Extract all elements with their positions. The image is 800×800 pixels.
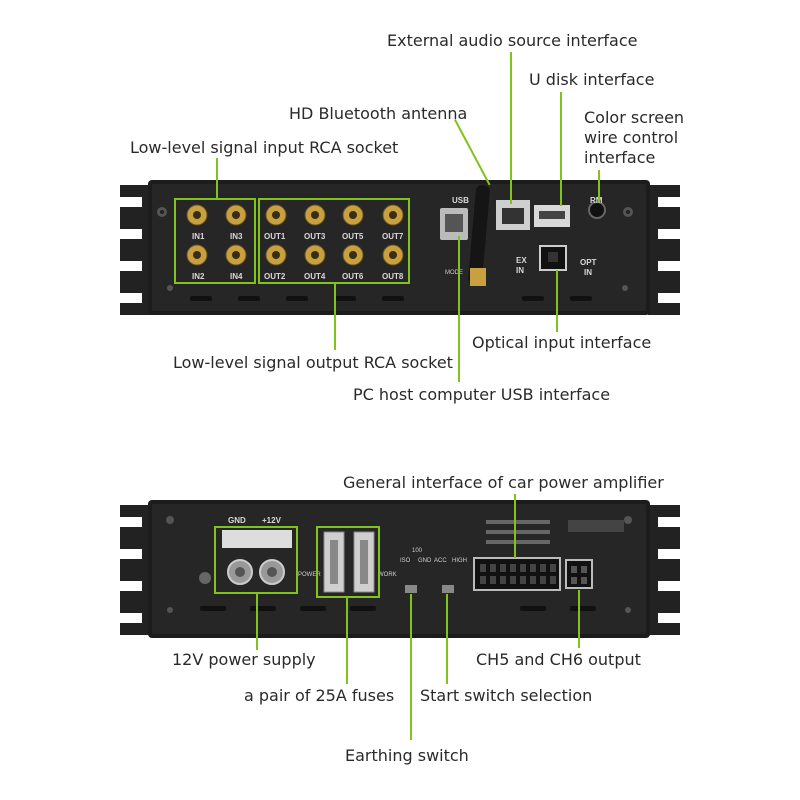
rca-label-in1: IN1 [192,232,205,241]
input-rca-highlight [174,198,256,284]
bottom-amplifier-panel [120,500,680,638]
mode-label: MODE [445,270,463,276]
lead-optical [556,270,558,332]
callout-12v-power: 12V power supply [172,650,316,669]
acc-label: ACC [434,558,447,564]
callout-u-disk: U disk interface [529,70,655,89]
callout-color-screen: Color screen wire control interface [584,108,685,167]
rca-label-out8: OUT8 [382,272,404,281]
lead-external-audio [510,52,512,204]
callout-optical-input: Optical input interface [472,333,652,352]
rca-label-out1: OUT1 [264,232,286,241]
switch-num-label: 100 [412,548,423,554]
callout-start-switch: Start switch selection [420,686,593,705]
rca-label-out3: OUT3 [304,232,326,241]
antenna-icon [468,185,490,286]
lead-earthing [410,594,412,740]
plus12v-label: +12V [262,516,281,525]
lead-output [334,284,336,350]
rca-label-out6: OUT6 [342,272,364,281]
rca-label-in2: IN2 [192,272,205,281]
callout-bluetooth: HD Bluetooth antenna [289,104,468,123]
lead-color-screen [598,170,600,202]
callout-low-level-output: Low-level signal output RCA socket [173,353,453,372]
rca-label-in4: IN4 [230,272,243,281]
gnd-label: GND [228,516,246,525]
usb-label: USB [452,196,469,205]
callout-pc-usb: PC host computer USB interface [353,385,611,404]
gnd2-label: GND [418,558,432,564]
rca-label-in3: IN3 [230,232,243,241]
work-led-label: WORK [378,572,397,578]
rca-label-out4: OUT4 [304,272,326,281]
callout-low-level-input: Low-level signal input RCA socket [130,138,399,157]
lead-12v [256,594,258,650]
high-label: HIGH [452,558,467,564]
output-rca-highlight [258,198,410,284]
rm-label: RM [590,196,603,205]
ex-in-label: IN [516,266,524,275]
callout-external-audio: External audio source interface [387,31,638,50]
lead-pc-usb [458,236,460,382]
lead-udisk [560,92,562,206]
lead-general-amp [514,494,516,558]
lead-input [216,158,218,200]
power-terminal-highlight [214,526,298,594]
ex-label: EX [516,256,527,265]
lead-ch56 [578,590,580,648]
callout-earthing: Earthing switch [345,746,469,765]
fuse-highlight [316,526,380,598]
rca-label-out2: OUT2 [264,272,286,281]
callout-ch56: CH5 and CH6 output [476,650,641,669]
opt-in-label: IN [584,268,592,277]
callout-fuses: a pair of 25A fuses [244,686,395,705]
lead-fuses [346,598,348,684]
top-amplifier-panel [120,180,680,315]
rca-label-out5: OUT5 [342,232,364,241]
callout-general-amp: General interface of car power amplifier [343,473,664,492]
iso-label: ISO [400,558,411,564]
power-led-label: POWER [298,572,321,578]
rca-label-out7: OUT7 [382,232,404,241]
opt-label: OPT [580,258,597,267]
lead-start-switch [446,594,448,684]
